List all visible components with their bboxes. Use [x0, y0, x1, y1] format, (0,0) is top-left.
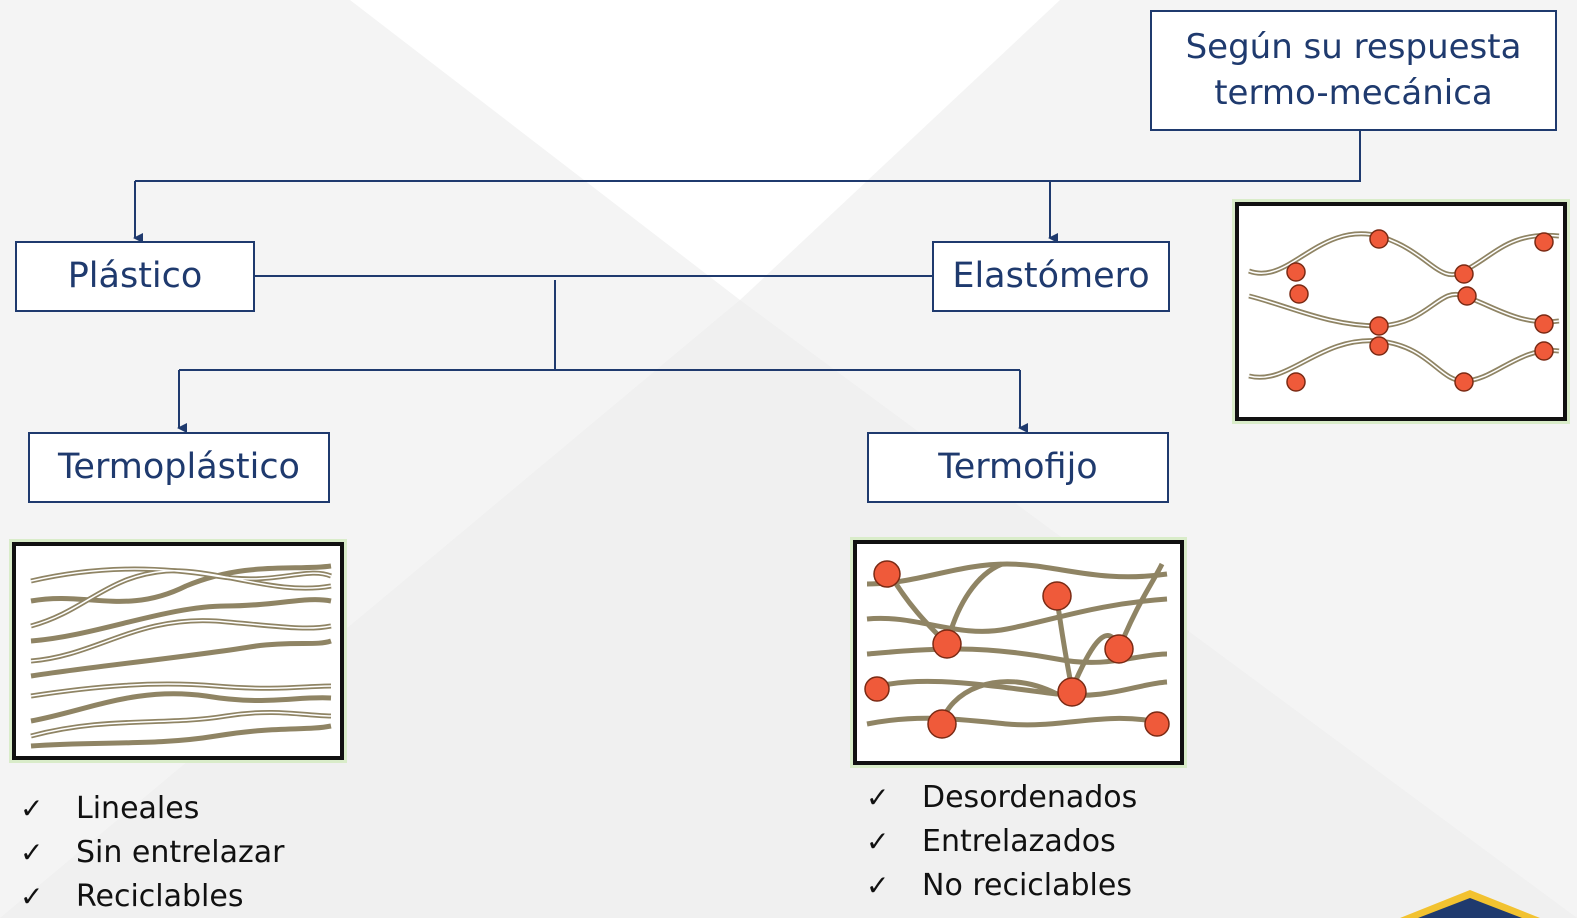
- feature-text: Sin entrelazar: [76, 834, 285, 870]
- root-title-line1: Según su respuesta: [1185, 26, 1522, 67]
- list-item: ✓ Entrelazados: [866, 819, 1137, 863]
- feature-text: Lineales: [76, 790, 200, 826]
- checkmark-icon: ✓: [20, 879, 44, 913]
- plastico-box: Plástico: [15, 241, 255, 312]
- feature-text: No reciclables: [922, 867, 1132, 903]
- thermoset-structure-figure: [853, 540, 1184, 765]
- checkmark-icon: ✓: [866, 780, 890, 814]
- termofijo-label: Termofijo: [938, 446, 1098, 487]
- checkmark-icon: ✓: [20, 791, 44, 825]
- elastomer-structure-figure: [1235, 202, 1567, 421]
- list-item: ✓ Sin entrelazar: [20, 830, 284, 874]
- list-item: ✓ Desordenados: [866, 775, 1137, 819]
- feature-text: Desordenados: [922, 779, 1138, 815]
- thermoplastic-chains-illustration: [30, 563, 332, 749]
- checkmark-icon: ✓: [866, 824, 890, 858]
- thermoplastic-structure-figure: [12, 542, 344, 760]
- feature-text: Entrelazados: [922, 823, 1116, 859]
- list-item: ✓ Lineales: [20, 786, 284, 830]
- plastico-label: Plástico: [67, 255, 203, 296]
- termoplastico-box: Termoplástico: [28, 432, 330, 503]
- thermoset-chains-illustration: [864, 560, 1170, 739]
- root-box: Según su respuesta termo-mecánica: [1150, 10, 1557, 131]
- checkmark-icon: ✓: [866, 868, 890, 902]
- elastomero-label: Elastómero: [952, 255, 1150, 296]
- root-title-line2: termo-mecánica: [1214, 72, 1493, 113]
- elastomero-box: Elastómero: [932, 241, 1170, 312]
- termofijo-box: Termofijo: [867, 432, 1169, 503]
- thermoplastic-feature-list: ✓ Lineales ✓ Sin entrelazar ✓ Reciclable…: [20, 786, 284, 918]
- list-item: ✓ No reciclables: [866, 863, 1137, 907]
- elastomer-chains-illustration: [1248, 229, 1560, 392]
- list-item: ✓ Reciclables: [20, 874, 284, 918]
- checkmark-icon: ✓: [20, 835, 44, 869]
- termoplastico-label: Termoplástico: [58, 446, 300, 487]
- feature-text: Reciclables: [76, 878, 244, 914]
- logo-icon: [1400, 890, 1540, 918]
- thermoset-feature-list: ✓ Desordenados ✓ Entrelazados ✓ No recic…: [866, 775, 1137, 907]
